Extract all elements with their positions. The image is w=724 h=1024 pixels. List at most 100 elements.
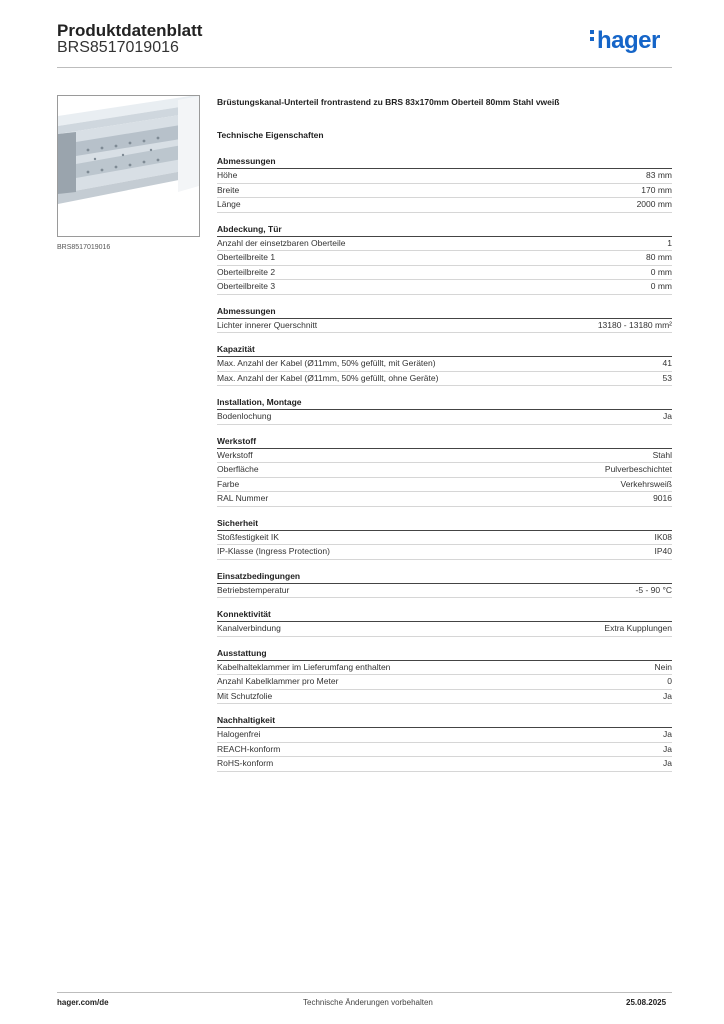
property-value: Pulverbeschichtet <box>604 464 672 474</box>
property-label: Farbe <box>217 478 240 489</box>
property-value: Ja <box>663 758 672 768</box>
property-row: Max. Anzahl der Kabel (Ø11mm, 50% gefüll… <box>217 357 672 372</box>
property-value: 170 mm <box>641 184 672 195</box>
property-label: Werkstoff <box>217 449 253 460</box>
product-title: Brüstungskanal-Unterteil frontrastend zu… <box>217 97 560 107</box>
property-label: IP-Klasse (Ingress Protection) <box>217 546 330 556</box>
section-label: Technische Eigenschaften <box>217 130 324 140</box>
group-title: Werkstoff <box>217 435 672 449</box>
property-row: Anzahl der einsetzbaren Oberteile 1 <box>217 237 672 251</box>
property-value: 83 mm <box>646 170 672 180</box>
property-row: IP-Klasse (Ingress Protection)IP40 <box>217 545 672 560</box>
hager-logo[interactable]: hager <box>590 27 660 55</box>
property-row: Halogenfrei Ja <box>217 728 672 743</box>
property-value: 41 <box>662 358 672 368</box>
footer-divider <box>57 992 672 993</box>
property-value: Extra Kupplungen <box>604 623 672 633</box>
property-value: Stahl <box>652 449 672 460</box>
group-title: Abdeckung, Tür <box>217 223 672 237</box>
group-title: Ausstattung <box>217 647 672 661</box>
property-label: Länge <box>217 199 241 209</box>
property-value: Ja <box>663 743 672 754</box>
property-row: Anzahl Kabelklammer pro Meter 0 <box>217 675 672 690</box>
property-row: Betriebstemperatur-5 - 90 °C <box>217 584 672 598</box>
product-image <box>57 95 200 237</box>
header-divider <box>57 67 672 68</box>
property-value: 1 <box>667 237 672 248</box>
article-number: BRS8517019016 <box>57 39 179 56</box>
property-label: Oberteilbreite 1 <box>217 252 276 262</box>
property-label: Anzahl Kabelklammer pro Meter <box>217 676 339 686</box>
property-value: 0 mm <box>650 266 672 277</box>
document-title: Produktdatenblatt <box>57 21 203 40</box>
group-title: Sicherheit <box>217 517 672 531</box>
cable-duct-icon <box>58 96 199 204</box>
property-row: Farbe Verkehrsweiß <box>217 478 673 492</box>
property-row: Werkstoff Stahl <box>217 449 672 463</box>
property-label: REACH-konform <box>217 743 281 754</box>
property-value: 2000 mm <box>636 199 672 209</box>
footer-website-link[interactable]: hager.com/de <box>57 998 109 1007</box>
property-label: Stoßfestigkeit IK <box>217 531 279 542</box>
group-title: Abmessungen <box>217 305 672 319</box>
property-label: Oberteilbreite 2 <box>217 266 276 277</box>
group-title: Kapazität <box>217 343 672 357</box>
property-label: Kanalverbindung <box>217 623 281 633</box>
property-value: Nein <box>654 661 672 672</box>
property-label: Max. Anzahl der Kabel (Ø11mm, 50% gefüll… <box>217 372 439 383</box>
property-row: Oberteilbreite 3 0 mm <box>217 280 672 295</box>
property-value: Ja <box>663 411 672 421</box>
group-title: Installation, Montage <box>217 396 672 410</box>
property-value: 9016 <box>653 493 672 503</box>
property-value: 53 <box>662 372 672 383</box>
group-title: Abmessungen <box>217 155 672 169</box>
group-title: Konnektivität <box>217 608 672 622</box>
property-label: Bodenlochung <box>217 411 272 421</box>
property-label: Höhe <box>217 170 238 180</box>
property-value: Verkehrsweiß <box>620 478 673 489</box>
property-label: Anzahl der einsetzbaren Oberteile <box>217 237 346 248</box>
group-title: Einsatzbedingungen <box>217 570 672 584</box>
property-label: Oberfläche <box>217 464 259 474</box>
property-value: Ja <box>663 729 672 739</box>
property-label: Oberteilbreite 3 <box>217 281 276 291</box>
property-value: Ja <box>663 690 672 701</box>
property-row: Oberteilbreite 1 80 mm <box>217 251 672 266</box>
property-label: Max. Anzahl der Kabel (Ø11mm, 50% gefüll… <box>217 358 436 368</box>
property-row: Höhe 83 mm <box>217 169 672 184</box>
property-row: REACH-konform Ja <box>217 743 672 757</box>
property-row: Oberfläche Pulverbeschichtet <box>217 463 672 478</box>
property-label: Mit Schutzfolie <box>217 690 273 701</box>
property-row: Kabelhalteklammer im Lieferumfang enthal… <box>217 661 672 675</box>
property-value: 0 mm <box>650 281 672 291</box>
property-label: Halogenfrei <box>217 729 261 739</box>
property-row: Breite 170 mm <box>217 184 672 198</box>
property-label: Betriebstemperatur <box>217 584 290 595</box>
property-row: Max. Anzahl der Kabel (Ø11mm, 50% gefüll… <box>217 372 672 386</box>
property-value: 13180 - 13180 mm² <box>597 319 672 330</box>
property-row: Länge 2000 mm <box>217 198 672 213</box>
property-label: Breite <box>217 184 240 195</box>
property-label: RoHS-konform <box>217 758 274 768</box>
logo-dots-icon <box>590 30 595 44</box>
image-caption: BRS8517019016 <box>57 244 111 251</box>
property-row: Mit Schutzfolie Ja <box>217 690 672 704</box>
property-row: RoHS-konform Ja <box>217 757 672 772</box>
property-value: 80 mm <box>646 252 672 262</box>
property-value: 0 <box>667 676 672 686</box>
footer-disclaimer: Technische Änderungen vorbehalten <box>303 998 433 1007</box>
